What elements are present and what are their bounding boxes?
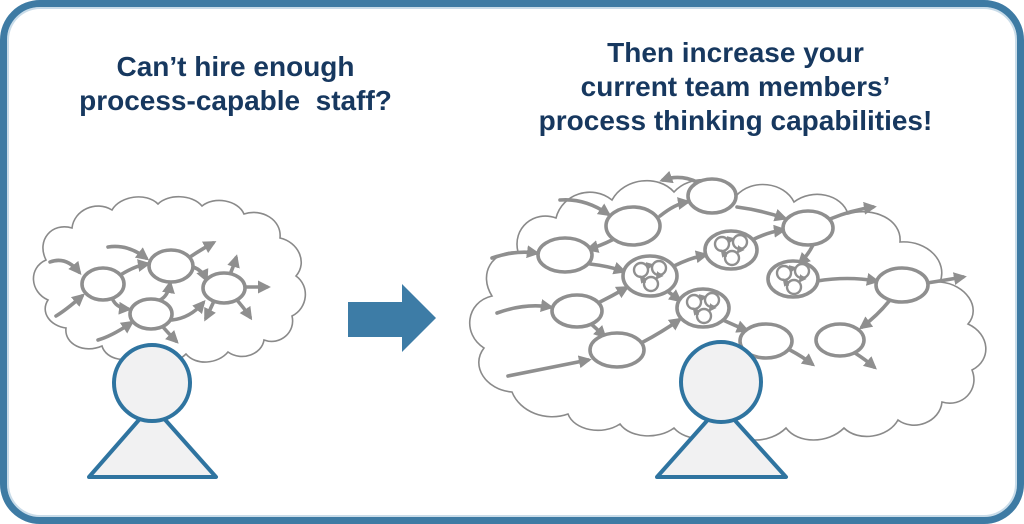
right-thought-cloud [469, 170, 987, 441]
process-node [536, 236, 594, 274]
process-node [738, 322, 794, 360]
left-process-network [48, 241, 271, 344]
left-thought-cloud [32, 195, 307, 364]
process-node [814, 322, 866, 358]
person-figure-right [655, 340, 788, 479]
process-node [147, 248, 195, 284]
left-title: Can’t hire enough process-capable staff? [79, 51, 392, 116]
person-head [679, 340, 763, 424]
process-node [874, 266, 930, 304]
person-head [112, 343, 192, 423]
person-body [87, 403, 218, 479]
process-node [128, 297, 174, 331]
process-node [80, 266, 126, 302]
process-node [201, 271, 247, 305]
person-body [655, 403, 788, 479]
process-node [588, 331, 646, 369]
person-figure-left [87, 343, 218, 479]
process-node [781, 209, 835, 247]
subprocess-node [703, 229, 759, 271]
process-node [604, 205, 662, 247]
subprocess-node [621, 254, 679, 298]
process-node [550, 293, 604, 329]
process-node [686, 177, 738, 215]
subprocess-node [675, 287, 731, 329]
right-process-network [490, 170, 967, 378]
right-title: Then increase your current team members’… [538, 37, 933, 136]
subprocess-node [766, 259, 820, 299]
transform-arrow-icon [348, 284, 436, 352]
